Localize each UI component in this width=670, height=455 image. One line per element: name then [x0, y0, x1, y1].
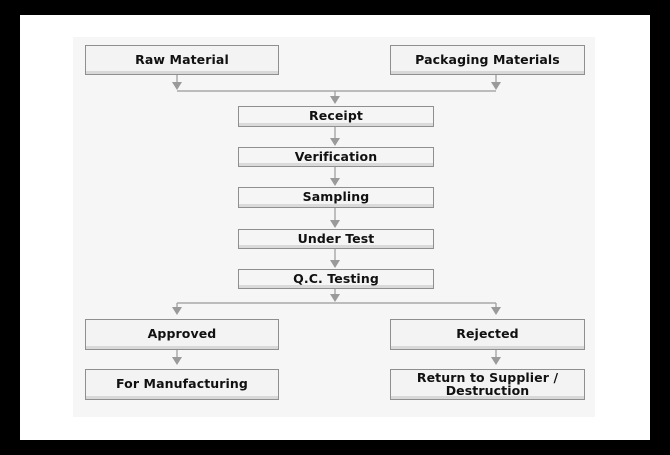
- node-verification: Verification: [238, 147, 434, 167]
- node-return-label-line2: Destruction: [445, 382, 530, 398]
- arrowhead-qc-testing: [330, 260, 340, 268]
- node-approved-label: Approved: [147, 326, 217, 342]
- node-under-test: Under Test: [238, 229, 434, 249]
- node-packaging-materials-label: Packaging Materials: [415, 51, 560, 67]
- arrowhead-return: [491, 357, 501, 365]
- node-sampling-label: Sampling: [302, 189, 370, 205]
- arrowhead-raw-material: [172, 82, 182, 90]
- arrowhead-packaging: [491, 82, 501, 90]
- node-raw-material: Raw Material: [85, 45, 279, 75]
- node-return-to-supplier: Return to Supplier / Destruction: [390, 369, 585, 400]
- node-qc-testing-label: Q.C. Testing: [293, 270, 379, 286]
- node-rejected-label: Rejected: [456, 326, 519, 342]
- arrowhead-under-test: [330, 220, 340, 228]
- node-under-test-label: Under Test: [297, 230, 375, 246]
- node-receipt-label: Receipt: [309, 108, 363, 124]
- node-receipt: Receipt: [238, 106, 434, 127]
- arrowhead-rejected: [491, 307, 501, 315]
- node-raw-material-label: Raw Material: [135, 51, 229, 67]
- node-verification-label: Verification: [294, 148, 378, 164]
- node-approved: Approved: [85, 319, 279, 350]
- arrowhead-verification: [330, 138, 340, 146]
- arrowhead-for-manufacturing: [172, 357, 182, 365]
- arrowhead-approved: [172, 307, 182, 315]
- node-packaging-materials: Packaging Materials: [390, 45, 585, 75]
- arrowhead-qc-down: [330, 294, 340, 302]
- node-return-label-line1: Return to Supplier /: [416, 370, 559, 385]
- node-for-manufacturing: For Manufacturing: [85, 369, 279, 400]
- node-sampling: Sampling: [238, 187, 434, 208]
- node-rejected: Rejected: [390, 319, 585, 350]
- arrowhead-sampling: [330, 178, 340, 186]
- node-for-manufacturing-label: For Manufacturing: [116, 376, 248, 392]
- node-qc-testing: Q.C. Testing: [238, 269, 434, 289]
- arrowhead-receipt: [330, 96, 340, 104]
